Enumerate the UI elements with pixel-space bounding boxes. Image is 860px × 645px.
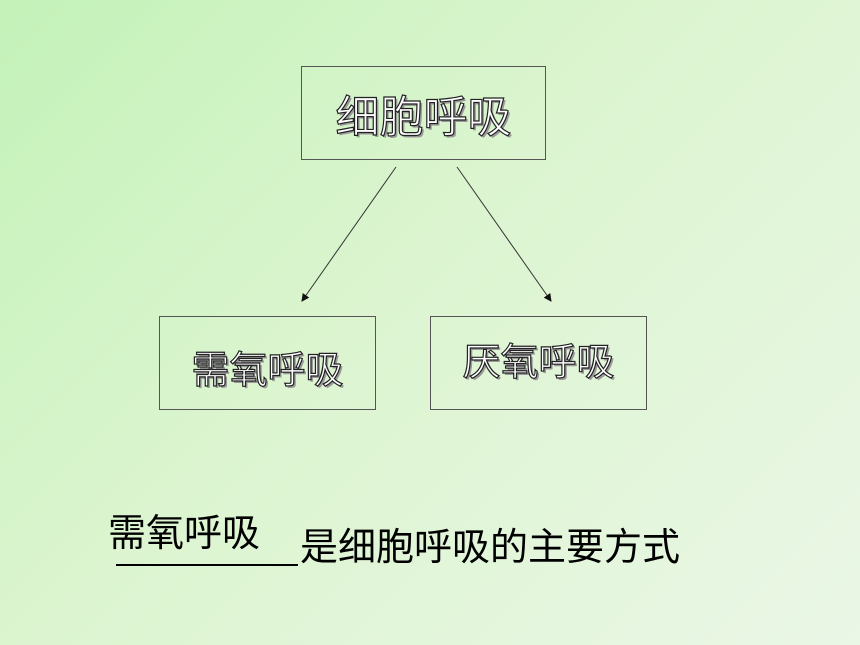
arrow-to-left bbox=[301, 166, 397, 302]
left-node-box: 需氧呼吸 bbox=[159, 316, 376, 410]
blank-answer: 需氧呼吸 bbox=[108, 511, 261, 555]
root-node-label: 细胞呼吸 bbox=[335, 91, 512, 143]
root-node-box: 细胞呼吸 bbox=[301, 66, 546, 160]
blank-underline bbox=[116, 564, 298, 566]
right-node-box: 厌氧呼吸 bbox=[430, 316, 647, 410]
arrow-to-right bbox=[456, 166, 552, 302]
right-node-label: 厌氧呼吸 bbox=[462, 339, 615, 384]
statement-text: 是细胞呼吸的主要方式 bbox=[300, 525, 681, 569]
left-node-label: 需氧呼吸 bbox=[191, 347, 344, 392]
